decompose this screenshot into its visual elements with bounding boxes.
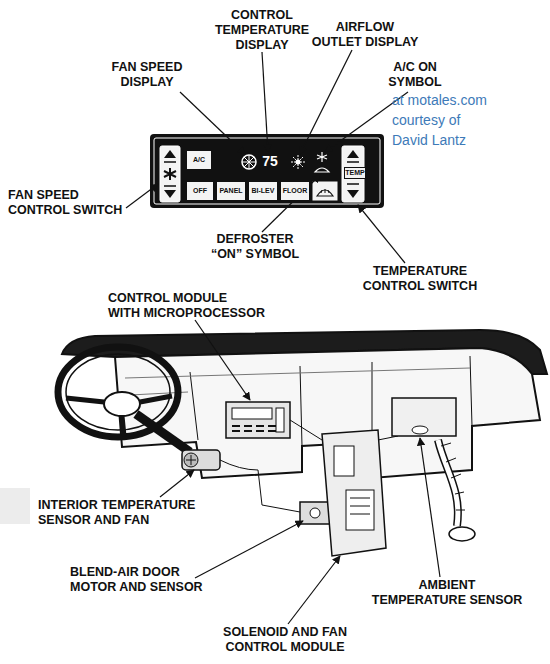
fan-speed-symbol [242, 155, 256, 169]
button-text: PANEL [219, 187, 242, 195]
floor-button: FLOOR [280, 181, 310, 201]
aspirator-hose [438, 440, 458, 526]
part-label: AMBIENT TEMPERATURE SENSOR [362, 578, 532, 608]
sensor-fan [186, 455, 196, 465]
part-label: SOLENOID AND FAN CONTROL MODULE [205, 625, 365, 655]
aspirator-hose [438, 440, 458, 526]
ac-on-symbol [317, 152, 327, 162]
leader-line [288, 556, 340, 624]
fan-blades [242, 155, 256, 169]
part-label: A/C ON SYMBOL [380, 60, 450, 90]
leader-line [358, 205, 405, 263]
part-label: CONTROL MODULE WITH MICROPROCESSOR [108, 291, 273, 321]
steering-hub [104, 392, 140, 416]
defroster-on-symbol [315, 168, 329, 172]
defrost-symbol [317, 190, 333, 196]
vent-cup [449, 527, 475, 541]
bi-level-button: BI-LEV [248, 181, 278, 201]
ac-button: A/C [186, 150, 212, 170]
switch-line [164, 185, 176, 187]
motor-shaft [310, 508, 320, 518]
temp-switch-label: TEMP [344, 167, 366, 179]
airflow-symbol [296, 160, 301, 165]
part-label: FAN SPEED DISPLAY [102, 60, 192, 90]
interior-sensor [182, 450, 220, 470]
wire [290, 420, 398, 440]
steering-column [136, 414, 190, 452]
part-label: INTERIOR TEMPERATURE SENSOR AND FAN [38, 498, 228, 528]
button-text: FLOOR [283, 187, 308, 195]
solenoid [334, 446, 354, 476]
airflow-symbol [291, 155, 305, 169]
button-text: TEMP [345, 169, 364, 177]
up-arrow [164, 150, 176, 158]
down-arrow [164, 190, 176, 198]
leader-line [180, 92, 245, 154]
defrost-symbol [321, 189, 329, 193]
panel-button: PANEL [216, 181, 246, 201]
panel-bezel [154, 138, 380, 204]
part-label: TEMPERATURE CONTROL SWITCH [330, 264, 510, 294]
leader-line [126, 184, 158, 208]
module-rocker [276, 408, 284, 432]
sensor-fan [184, 453, 198, 467]
switch-line [164, 161, 176, 163]
leader-line [420, 438, 440, 577]
ambient-sensor-housing [392, 398, 456, 436]
defrost-button [312, 181, 338, 201]
leader-line [160, 470, 194, 497]
hose-ribs [441, 443, 465, 510]
down-arrow [347, 190, 359, 198]
part-label: AIRFLOW OUTLET DISPLAY [305, 20, 425, 50]
steering-wheel [58, 347, 178, 437]
leader-line [195, 521, 303, 578]
temp-rocker-switch [342, 146, 364, 202]
switch-line [347, 183, 359, 185]
part-label: CONTROL TEMPERATURE DISPLAY [207, 8, 317, 53]
off-button: OFF [186, 181, 214, 201]
module-buttons [232, 426, 276, 431]
button-text: OFF [193, 187, 207, 195]
ambient-sensor [412, 426, 428, 434]
up-arrow [347, 150, 359, 158]
steering-wheel [66, 354, 170, 430]
temperature-readout: 75 [258, 154, 282, 169]
module-detail [350, 498, 370, 514]
blend-door-motor [300, 502, 330, 524]
leader-line [195, 320, 250, 400]
switch-line [347, 161, 359, 163]
wire [220, 460, 300, 512]
part-label: FAN SPEED CONTROL SWITCH [8, 188, 133, 218]
background-patch [0, 488, 30, 524]
watermark: at motales.com courtesy of David Lantz [392, 90, 492, 150]
leader-line [262, 52, 268, 152]
button-text: BI-LEV [252, 187, 275, 195]
fan-rocker-switch [160, 146, 180, 202]
fan-symbol [164, 168, 176, 180]
solenoid-module [322, 430, 386, 556]
control-module [226, 402, 290, 438]
fan-control [346, 490, 374, 530]
part-label: BLEND-AIR DOOR MOTOR AND SENSOR [70, 565, 220, 595]
button-text: A/C [193, 156, 205, 164]
module-display [232, 408, 272, 419]
part-label: DEFROSTER “ON” SYMBOL [190, 232, 320, 262]
